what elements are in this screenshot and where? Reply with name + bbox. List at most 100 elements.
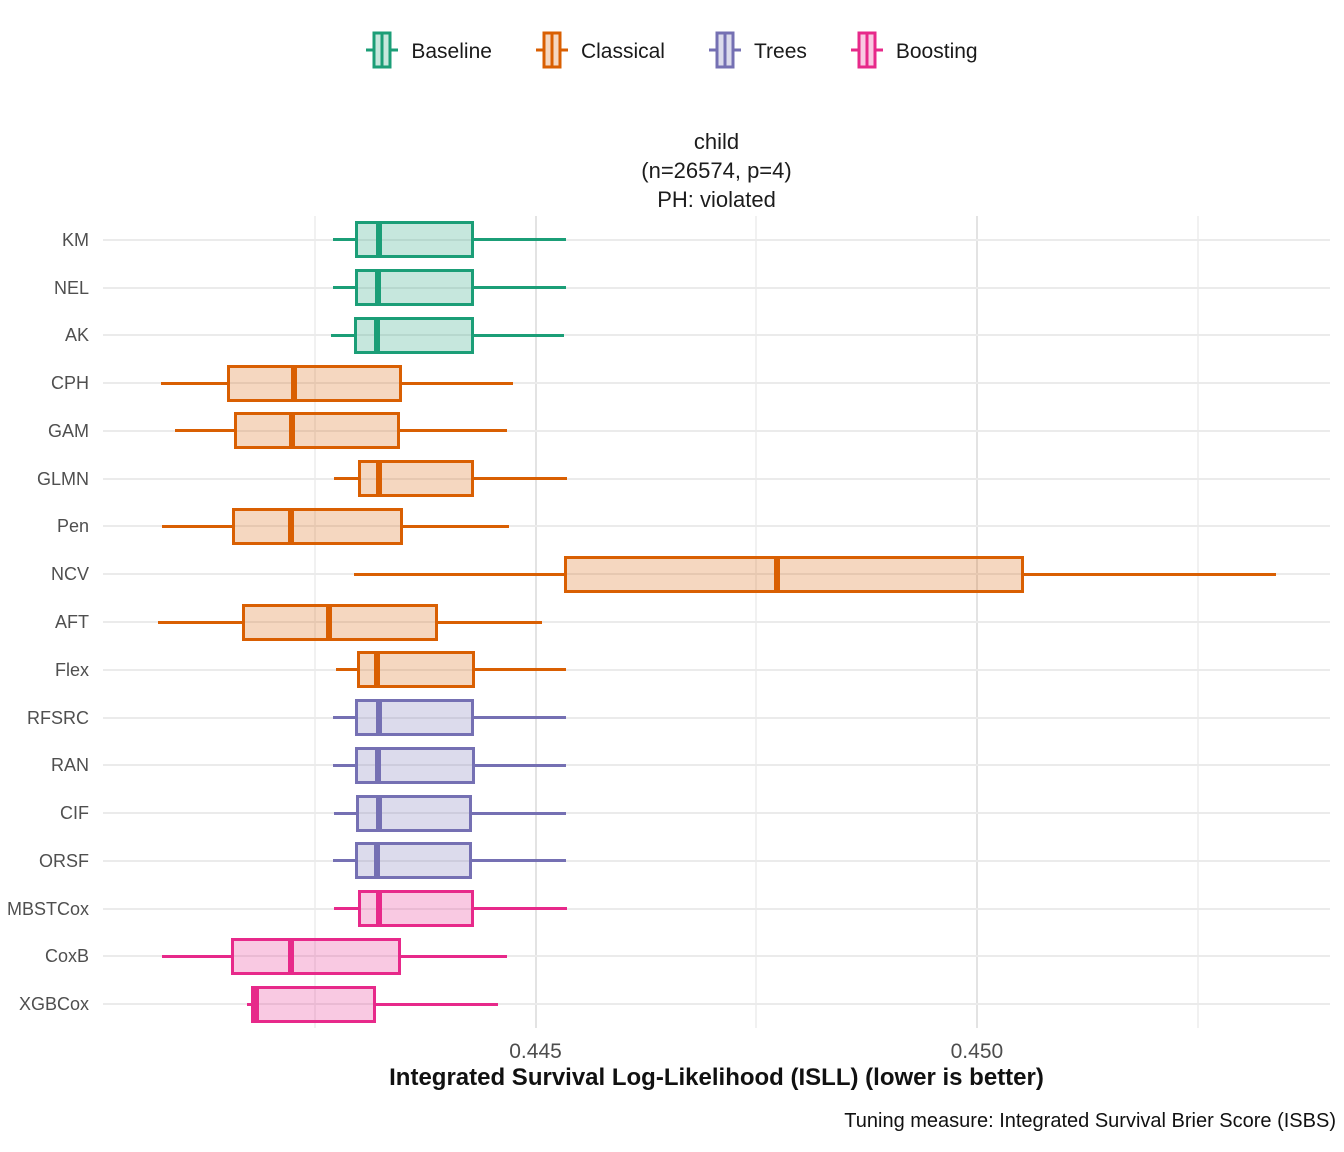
legend-label: Trees	[753, 40, 807, 63]
row-gridline	[103, 573, 1330, 576]
whisker-right	[473, 716, 567, 720]
row-gridline	[103, 716, 1330, 719]
whisker-left	[157, 620, 242, 624]
boxplot-key-icon	[535, 29, 568, 76]
row-gridline	[103, 955, 1330, 958]
median-line	[376, 699, 383, 737]
x-tick-label: 0.445	[509, 1040, 562, 1063]
y-axis-label: ORSF	[38, 850, 89, 871]
y-axis-label: GAM	[47, 420, 89, 441]
y-axis-label: RFSRC	[27, 707, 89, 728]
row-gridline	[103, 334, 1330, 337]
legend-label: Boosting	[895, 40, 978, 63]
whisker-left	[353, 572, 564, 576]
box	[356, 794, 472, 832]
title-dataset: child	[693, 129, 740, 154]
median-line	[325, 603, 332, 641]
y-axis-label: Pen	[56, 516, 89, 537]
box	[230, 937, 402, 975]
whisker-right	[375, 1002, 498, 1006]
median-line	[774, 555, 781, 593]
y-axis-label: CPH	[50, 373, 89, 394]
row-gridline	[103, 812, 1330, 815]
box	[355, 699, 474, 737]
y-axis-label: GLMN	[36, 468, 89, 489]
row-gridline	[103, 382, 1330, 385]
median-line	[373, 316, 380, 354]
whisker-left	[334, 907, 359, 911]
x-tick-label: 0.450	[950, 1040, 1004, 1063]
box	[226, 364, 403, 402]
y-axis-label: AK	[64, 325, 89, 346]
row-gridline	[103, 859, 1330, 862]
box	[233, 412, 401, 450]
y-axis-label: KM	[62, 229, 89, 250]
median-line	[288, 412, 295, 450]
whisker-right	[403, 524, 510, 528]
median-line	[376, 890, 383, 928]
median-line	[375, 746, 382, 784]
legend-label: Baseline	[411, 40, 492, 63]
whisker-right	[401, 954, 508, 958]
boxplot-key-icon	[366, 29, 399, 76]
whisker-left	[332, 716, 356, 720]
y-axis-label: CoxB	[44, 946, 89, 967]
whisker-left	[162, 524, 232, 528]
whisker-right	[402, 381, 514, 385]
legend-item-baseline: Baseline	[366, 29, 492, 76]
title-ph-status: PH: violated	[657, 187, 776, 212]
whisker-right	[473, 907, 568, 911]
row-gridline	[103, 621, 1330, 623]
whisker-right	[473, 286, 566, 290]
whisker-left	[336, 668, 358, 672]
median-line	[373, 651, 380, 689]
row-gridline	[103, 525, 1330, 528]
whisker-left	[332, 859, 356, 863]
legend-item-classical: Classical	[535, 29, 665, 76]
plot-title: child (n=26574, p=4) PH: violated	[103, 127, 1330, 214]
boxplot-key-icon	[708, 29, 741, 76]
row-gridline	[103, 668, 1330, 671]
whisker-left	[330, 333, 354, 337]
legend-label: Classical	[580, 40, 665, 63]
box	[353, 316, 474, 354]
legend: Baseline Classical Trees Boosting	[0, 26, 1344, 78]
whisker-right	[437, 620, 542, 624]
row-gridline	[103, 477, 1330, 480]
median-line	[376, 221, 383, 259]
row-gridline	[103, 286, 1330, 289]
whisker-left	[332, 763, 356, 767]
whisker-left	[334, 477, 359, 481]
row-gridline	[103, 764, 1330, 767]
box	[251, 985, 376, 1023]
tuning-caption: Tuning measure: Integrated Survival Brie…	[844, 1110, 1336, 1132]
y-axis-label: XGBCox	[18, 994, 89, 1015]
whisker-left	[246, 1002, 252, 1006]
box	[241, 603, 438, 641]
median-line	[376, 794, 383, 832]
median-line	[290, 364, 297, 402]
whisker-right	[473, 477, 568, 481]
box	[355, 746, 475, 784]
whisker-left	[334, 811, 357, 815]
box	[231, 507, 404, 545]
whisker-left	[332, 286, 356, 290]
median-line	[376, 460, 383, 498]
median-line	[375, 269, 382, 307]
median-line	[252, 985, 259, 1023]
box	[355, 269, 474, 307]
row-gridline	[103, 238, 1330, 241]
median-line	[373, 842, 380, 880]
legend-item-trees: Trees	[708, 29, 807, 76]
whisker-left	[175, 429, 234, 433]
row-gridline	[103, 429, 1330, 432]
whisker-right	[400, 429, 508, 433]
row-gridline	[103, 1003, 1330, 1006]
whisker-right	[474, 668, 567, 672]
whisker-right	[471, 859, 566, 863]
legend-item-boosting: Boosting	[850, 29, 978, 76]
boxplot-key-icon	[850, 29, 883, 76]
median-line	[288, 507, 295, 545]
whisker-right	[474, 763, 566, 767]
